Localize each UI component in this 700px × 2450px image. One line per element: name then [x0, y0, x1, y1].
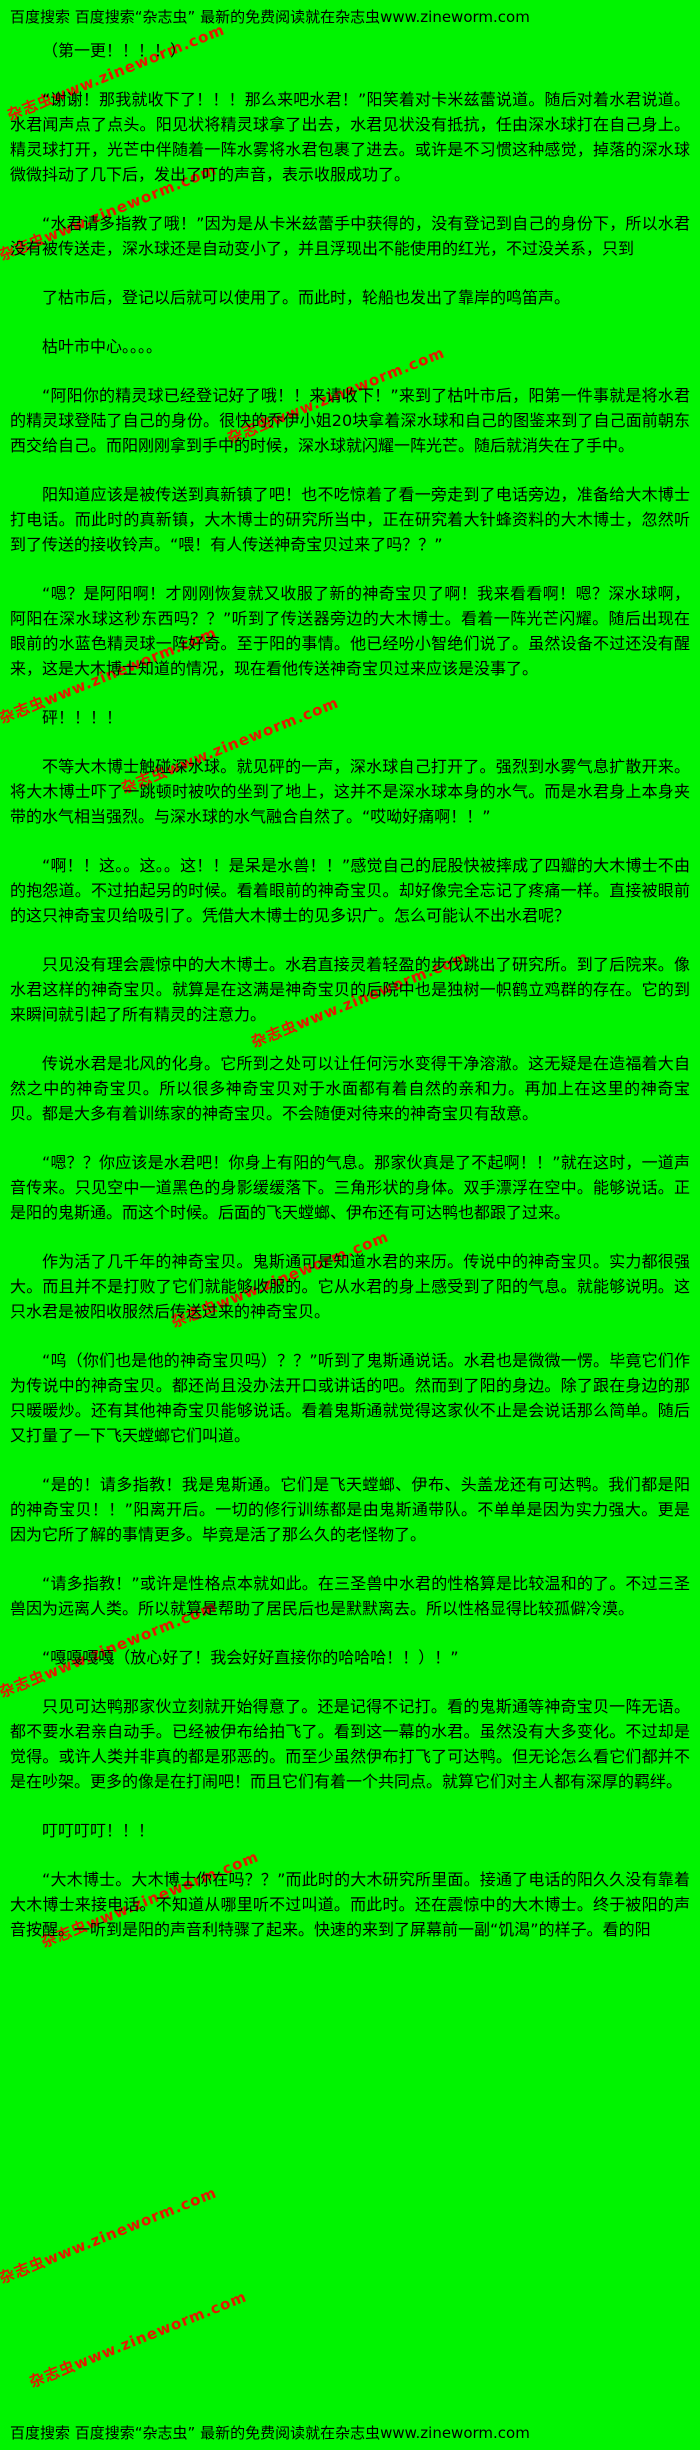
- novel-paragraph: “呜（你们也是他的神奇宝贝吗）？？”听到了鬼斯通说话。水君也是微微一愣。毕竟它们…: [10, 1351, 690, 1445]
- novel-paragraph: “请多指教！”或许是性格点本就如此。在三圣兽中水君的性格算是比较温和的了。不过三…: [10, 1574, 690, 1618]
- novel-paragraph: 叮叮叮叮！！！: [42, 1821, 155, 1840]
- novel-paragraph: “是的！请多指教！我是鬼斯通。它们是飞天螳螂、伊布、头盖龙还有可达鸭。我们都是阳…: [10, 1475, 690, 1544]
- novel-paragraph: 枯叶市中心。。。。: [42, 337, 163, 356]
- novel-paragraph: “嗯？？你应该是水君吧！你身上有阳的气息。那家伙真是了不起啊！！”就在这时，一道…: [10, 1153, 690, 1222]
- novel-paragraph: “嗯？是阿阳啊！才刚刚恢复就又收服了新的神奇宝贝了啊！我来看看啊！嗯？深水球啊，…: [10, 584, 690, 678]
- novel-paragraph: 传说水君是北风的化身。它所到之处可以让任何污水变得干净溶澈。这无疑是在造福着大自…: [10, 1054, 690, 1123]
- site-promo-header: 百度搜索 百度搜索“杂志虫” 最新的免费阅读就在杂志虫www.zineworm.…: [10, 8, 530, 26]
- novel-paragraph: 阳知道应该是被传送到真新镇了吧！也不吃惊着了看一旁走到了电话旁边，准备给大木博士…: [10, 485, 690, 554]
- site-promo-footer: 百度搜索 百度搜索“杂志虫” 最新的免费阅读就在杂志虫www.zineworm.…: [10, 2424, 530, 2442]
- novel-paragraph: 砰！！！！: [42, 708, 123, 727]
- reader-content-area: 百度搜索 百度搜索“杂志虫” 最新的免费阅读就在杂志虫www.zineworm.…: [10, 8, 690, 1942]
- novel-content: （第一更！！！！） “谢谢！那我就收下了！！！那么来吧水君！”阳笑着对卡米兹蕾说道…: [10, 38, 690, 1942]
- novel-paragraph: 只见可达鸭那家伙立刻就开始得意了。还是记得不记打。看的鬼斯通等神奇宝贝一阵无语。…: [10, 1697, 690, 1791]
- novel-paragraph: “水君请多指教了哦！”因为是从卡米兹蕾手中获得的，没有登记到自己的身份下，所以水…: [10, 214, 690, 258]
- novel-paragraph: （第一更！！！！）: [42, 41, 187, 60]
- novel-paragraph: 作为活了几千年的神奇宝贝。鬼斯通可是知道水君的来历。传说中的神奇宝贝。实力都很强…: [10, 1252, 690, 1321]
- novel-paragraph: 只见没有理会震惊中的大木博士。水君直接灵着轻盈的步伐跳出了研究所。到了后院来。像…: [10, 955, 690, 1024]
- novel-paragraph: “谢谢！那我就收下了！！！那么来吧水君！”阳笑着对卡米兹蕾说道。随后对着水君说道…: [10, 90, 690, 184]
- novel-paragraph: 不等大木博士触碰深水球。就见砰的一声，深水球自己打开了。强烈到水雾气息扩散开来。…: [10, 757, 690, 826]
- novel-paragraph: “大木博士。大木博士你在吗？？”而此时的大木研究所里面。接通了电话的阳久久没有靠…: [10, 1870, 690, 1939]
- novel-paragraph: “嘎嘎嘎嘎（放心好了！我会好好直接你的哈哈哈！！）！”: [42, 1648, 459, 1667]
- novel-paragraph: “啊！！这。。这。。这！！是呆是水兽！！”感觉自己的屁股快被摔成了四瓣的大木博士…: [10, 856, 690, 925]
- novel-paragraph: “阿阳你的精灵球已经登记好了哦！！来请收下！”来到了枯叶市后，阳第一件事就是将水…: [10, 386, 690, 455]
- novel-paragraph: 了枯市后，登记以后就可以使用了。而此时，轮船也发出了靠岸的鸣笛声。: [42, 288, 571, 307]
